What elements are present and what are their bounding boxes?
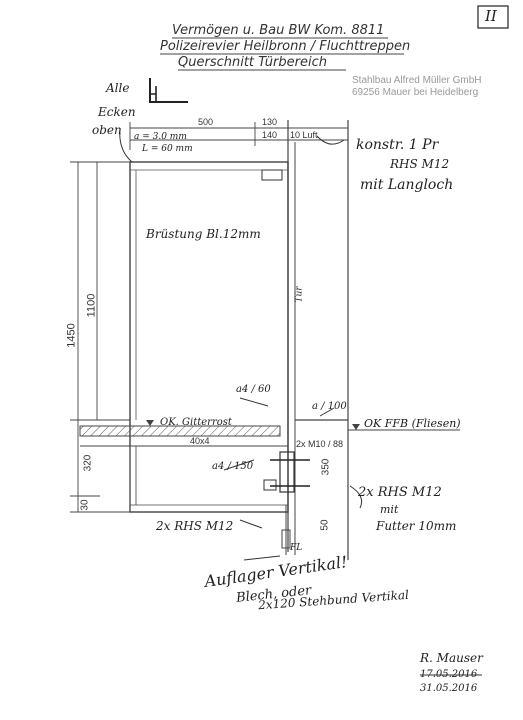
- page-marker: II: [485, 7, 497, 25]
- dim-1450: 1450: [65, 323, 78, 348]
- label-flat-40x4: 40x4: [190, 436, 210, 446]
- note-oben: oben: [92, 123, 122, 137]
- dim-10-luft: 10 Luft: [290, 130, 318, 140]
- rhs-profile: [279, 451, 295, 493]
- note-weld-a: a = 3.0 mm: [134, 132, 187, 142]
- weld-a-100: a / 100: [312, 401, 347, 412]
- header-building: Polizeirevier Heilbronn / Fluchttreppen: [160, 39, 411, 54]
- note-rhs-bottom: 2x RHS M12: [156, 519, 234, 533]
- dim-320: 320: [82, 454, 94, 472]
- note-fl-mark: FL: [290, 543, 303, 553]
- note-rhs-right-3: Futter 10mm: [376, 519, 457, 533]
- label-tuer: Tür: [294, 286, 305, 303]
- label-ok-ffb: OK FFB (Fliesen): [364, 417, 461, 430]
- dim-130: 130: [262, 117, 278, 127]
- weld-symbol-top: [149, 78, 188, 103]
- note-rhs-right-1: 2x RHS M12: [358, 485, 442, 500]
- note-konstr-3: mit Langloch: [360, 177, 454, 193]
- grating-hatched: [79, 425, 281, 437]
- note-konstr-1: konstr. 1 Pr: [356, 137, 439, 153]
- signature-date: 31.05.2016: [420, 683, 478, 694]
- dim-140: 140: [262, 130, 278, 140]
- page-marker-box: [477, 5, 509, 29]
- dim-50: 50: [319, 519, 331, 531]
- note-konstr-2: RHS M12: [390, 157, 450, 171]
- weld-a4-60: a4 / 60: [236, 384, 271, 395]
- label-rhs-bolt: 2x M10 / 88: [296, 439, 344, 449]
- label-ok-gitterrost: OK. Gitterrost: [160, 417, 232, 428]
- header-project: Vermögen u. Bau BW Kom. 8811: [172, 23, 385, 38]
- signature-date-crossed: 17.05.2016: [420, 669, 478, 680]
- note-alle: Alle: [106, 81, 130, 95]
- dim-350: 350: [320, 458, 332, 476]
- company-stamp-address: 69256 Mauer bei Heidelberg: [352, 87, 479, 98]
- header-view: Querschnitt Türbereich: [178, 55, 327, 70]
- weld-a4-150: a4 / 150: [212, 461, 254, 472]
- dim-1100: 1100: [85, 293, 98, 318]
- note-weld-l: L = 60 mm: [142, 144, 193, 154]
- railing-frame: [129, 161, 289, 513]
- dim-500: 500: [198, 117, 214, 127]
- note-rhs-right-2: mit: [380, 503, 399, 516]
- bracket-top: [261, 169, 283, 181]
- signature-name: R. Mauser: [420, 651, 483, 665]
- note-ecken: Ecken: [98, 105, 136, 119]
- dim-30: 30: [79, 499, 91, 511]
- company-stamp-name: Stahlbau Alfred Müller GmbH: [352, 75, 482, 86]
- label-bruestung: Brüstung Bl.12mm: [146, 227, 261, 241]
